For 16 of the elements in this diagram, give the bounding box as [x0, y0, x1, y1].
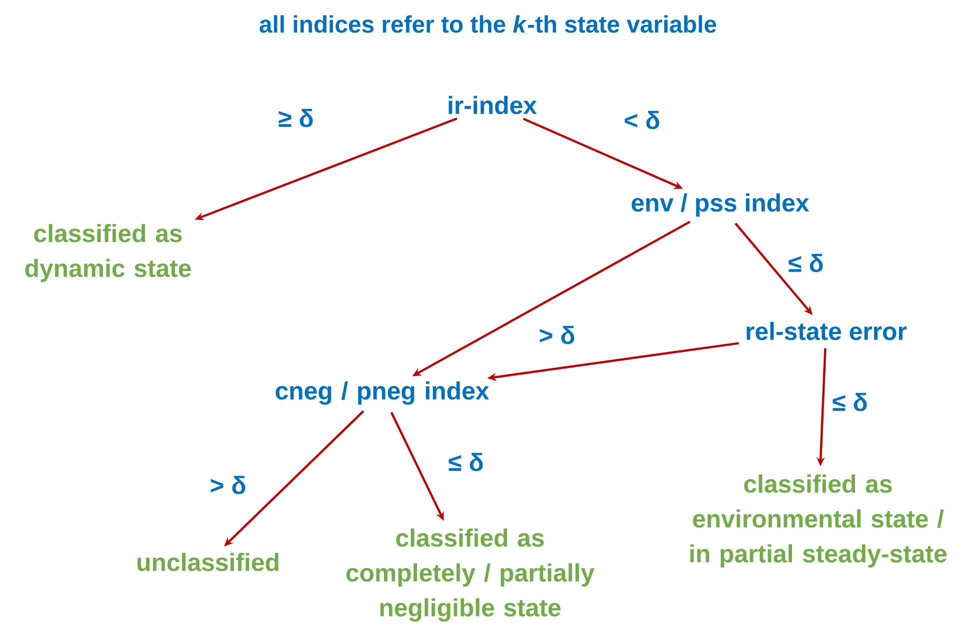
- result-label: classified as completely / partially negligible state: [346, 528, 594, 622]
- result-label: classified as environmental state / in partial steady-state: [690, 474, 947, 568]
- edge-label: ≤ δ: [831, 392, 869, 412]
- edge-label: ≤ δ: [447, 452, 485, 472]
- edge-label: > δ: [538, 324, 576, 346]
- index-label: env / pss index: [632, 193, 810, 217]
- index-label: cneg / pneg index: [276, 381, 490, 405]
- result-label: unclassified: [138, 552, 278, 572]
- edge-label: < δ: [622, 110, 662, 130]
- edge-label: ≥ δ: [277, 108, 315, 128]
- index-label: ir-index: [448, 96, 537, 114]
- result-label: classified as dynamic state: [25, 224, 191, 282]
- index-label: rel-state error: [746, 322, 907, 340]
- edge-label: ≤ δ: [787, 252, 825, 274]
- title: all indices refer to the k-th state variable: [260, 15, 716, 33]
- edge-label: > δ: [208, 474, 248, 496]
